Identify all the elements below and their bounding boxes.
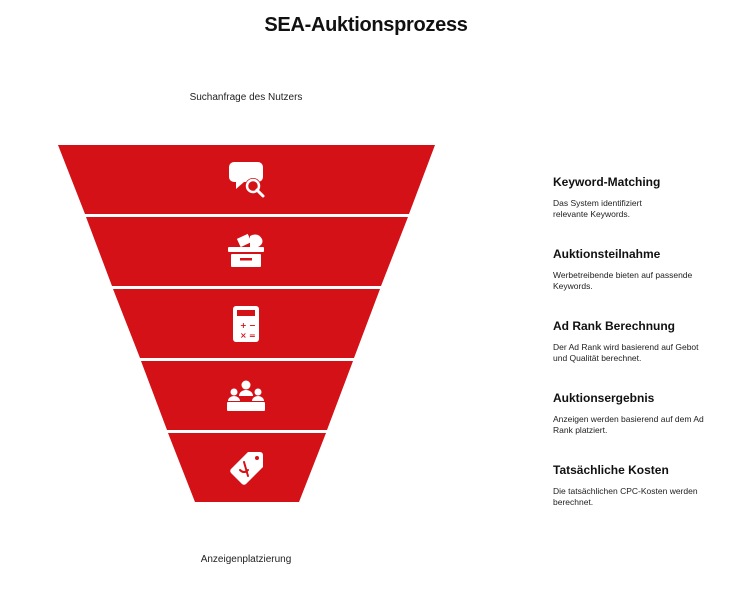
svg-text:−: − bbox=[249, 321, 256, 330]
ballot-box-icon bbox=[228, 233, 264, 267]
svg-text:=: = bbox=[249, 331, 256, 340]
step-title: Tatsächliche Kosten bbox=[553, 463, 669, 477]
step-title: Ad Rank Berechnung bbox=[553, 319, 676, 333]
diagram-title: SEA-Auktionsprozess bbox=[264, 14, 468, 36]
funnel-output-label: Anzeigenplatzierung bbox=[200, 554, 292, 565]
step-description: Das System identifiziert relevante Keywo… bbox=[553, 198, 642, 219]
podium-people-icon bbox=[227, 380, 265, 411]
svg-text:+: + bbox=[240, 321, 247, 330]
step-title: Auktionsteilnahme bbox=[553, 247, 661, 261]
step-ad-rank-berechnung: Ad Rank Berechnung Der Ad Rank wird basi… bbox=[553, 319, 723, 364]
step-tatsaechliche-kosten: Tatsächliche Kosten Die tatsächlichen CP… bbox=[553, 463, 723, 508]
step-description: Die tatsächlichen CPC-Kosten werden bere… bbox=[553, 486, 698, 507]
svg-text:×: × bbox=[240, 331, 247, 340]
funnel-input-label: Suchanfrage des Nutzers bbox=[189, 92, 303, 103]
step-keyword-matching: Keyword-Matching Das System identifizier… bbox=[553, 175, 723, 220]
step-auktionsteilnahme: Auktionsteilnahme Werbetreibende bieten … bbox=[553, 247, 723, 292]
step-description: Anzeigen werden basierend auf dem Ad Ran… bbox=[553, 414, 704, 435]
calculator-icon: + − × = bbox=[233, 306, 259, 342]
speech-bubble-search-icon bbox=[229, 162, 265, 198]
step-title: Auktionsergebnis bbox=[553, 391, 655, 405]
step-title: Keyword-Matching bbox=[553, 175, 661, 189]
step-description: Der Ad Rank wird basierend auf Gebot und… bbox=[553, 342, 699, 363]
step-auktionsergebnis: Auktionsergebnis Anzeigen werden basiere… bbox=[553, 391, 723, 436]
step-description: Werbetreibende bieten auf passende Keywo… bbox=[553, 270, 693, 291]
price-tag-icon bbox=[230, 452, 263, 485]
